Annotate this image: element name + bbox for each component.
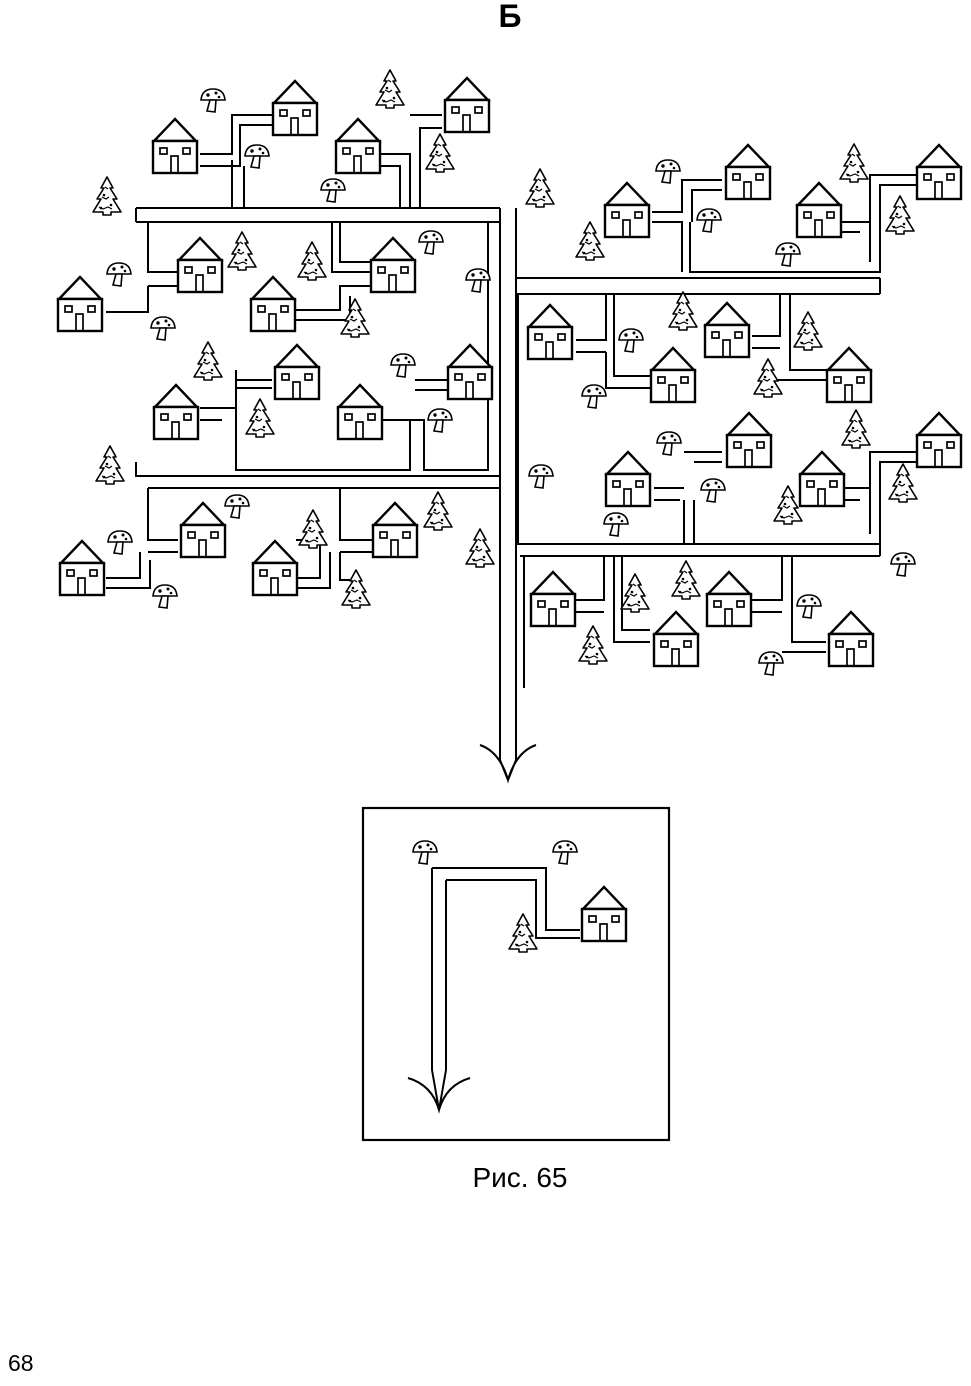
mushroom-icon bbox=[465, 268, 491, 293]
mushroom-icon bbox=[200, 88, 226, 113]
house-icon bbox=[703, 301, 751, 359]
tree-icon bbox=[423, 491, 453, 531]
house-icon bbox=[795, 181, 843, 239]
tree-icon bbox=[298, 509, 328, 549]
house-icon bbox=[249, 275, 297, 333]
mushroom-icon bbox=[320, 178, 346, 203]
tree-icon bbox=[578, 625, 608, 665]
tree-icon bbox=[668, 291, 698, 331]
house-icon bbox=[176, 236, 224, 294]
mushroom-icon bbox=[150, 316, 176, 341]
tree-icon bbox=[340, 298, 370, 338]
house-icon bbox=[724, 143, 772, 201]
mushroom-icon bbox=[656, 431, 682, 456]
house-icon bbox=[825, 346, 873, 404]
house-icon bbox=[798, 450, 846, 508]
house-icon bbox=[604, 450, 652, 508]
house-icon bbox=[446, 343, 494, 401]
house-icon bbox=[371, 501, 419, 559]
mushroom-icon bbox=[418, 230, 444, 255]
mushrooms bbox=[106, 88, 916, 676]
trees bbox=[92, 69, 918, 665]
mushroom-icon bbox=[581, 384, 607, 409]
tree-icon bbox=[671, 560, 701, 600]
house-icon bbox=[526, 303, 574, 361]
mushroom-icon bbox=[152, 584, 178, 609]
fork-arrow-icon bbox=[479, 744, 537, 784]
tree-icon bbox=[839, 143, 869, 183]
mushroom-icon bbox=[106, 262, 132, 287]
tree-icon bbox=[227, 231, 257, 271]
tree-icon bbox=[888, 463, 918, 503]
mushroom-icon bbox=[758, 651, 784, 676]
tree-icon bbox=[465, 528, 495, 568]
mushroom-icon bbox=[775, 242, 801, 267]
house-icon bbox=[58, 539, 106, 597]
house-icon bbox=[443, 76, 491, 134]
tree-icon bbox=[95, 445, 125, 485]
tree-icon bbox=[245, 398, 275, 438]
house-icon bbox=[725, 411, 773, 469]
tree-icon bbox=[773, 485, 803, 525]
mushroom-icon bbox=[696, 208, 722, 233]
mushroom-icon bbox=[655, 159, 681, 184]
house-icon bbox=[273, 343, 321, 401]
tree-icon bbox=[793, 311, 823, 351]
mushroom-icon bbox=[244, 144, 270, 169]
tree-icon bbox=[92, 176, 122, 216]
tree-icon bbox=[375, 69, 405, 109]
house-icon bbox=[915, 411, 963, 469]
reference-box bbox=[361, 806, 671, 1142]
house-icon bbox=[649, 346, 697, 404]
page-number: 68 bbox=[8, 1350, 34, 1376]
variant-letter: Б bbox=[498, 0, 522, 34]
house-icon bbox=[271, 79, 319, 137]
mushroom-icon bbox=[890, 552, 916, 577]
house-icon bbox=[151, 117, 199, 175]
mushroom-icon bbox=[700, 478, 726, 503]
house-icon bbox=[915, 143, 963, 201]
houses bbox=[56, 76, 963, 668]
mushroom-icon bbox=[224, 494, 250, 519]
mushroom-icon bbox=[618, 328, 644, 353]
fork-arrow-icon bbox=[407, 1069, 471, 1114]
tree-icon bbox=[297, 241, 327, 281]
figure-caption: Рис. 65 bbox=[472, 1162, 568, 1193]
tree-icon bbox=[575, 221, 605, 261]
mushroom-icon bbox=[603, 512, 629, 537]
house-icon bbox=[705, 570, 753, 628]
tree-icon bbox=[425, 133, 455, 173]
tree-icon bbox=[753, 358, 783, 398]
mushroom-icon bbox=[528, 464, 554, 489]
house-icon bbox=[652, 610, 700, 668]
house-icon bbox=[56, 275, 104, 333]
tree-icon bbox=[193, 341, 223, 381]
house-icon bbox=[334, 117, 382, 175]
tree-icon bbox=[885, 195, 915, 235]
tree-icon bbox=[620, 573, 650, 613]
house-icon bbox=[369, 236, 417, 294]
house-icon bbox=[603, 181, 651, 239]
house-icon bbox=[336, 383, 384, 441]
tree-icon bbox=[841, 409, 871, 449]
tree-icon bbox=[525, 168, 555, 208]
maze-paths bbox=[106, 114, 918, 760]
mushroom-icon bbox=[107, 530, 133, 555]
tree-icon bbox=[341, 569, 371, 609]
house-icon bbox=[251, 539, 299, 597]
house-icon bbox=[179, 501, 227, 559]
mushroom-icon bbox=[427, 408, 453, 433]
mushroom-icon bbox=[390, 353, 416, 378]
house-icon bbox=[152, 383, 200, 441]
house-icon bbox=[827, 610, 875, 668]
mushroom-icon bbox=[796, 594, 822, 619]
house-icon bbox=[529, 570, 577, 628]
